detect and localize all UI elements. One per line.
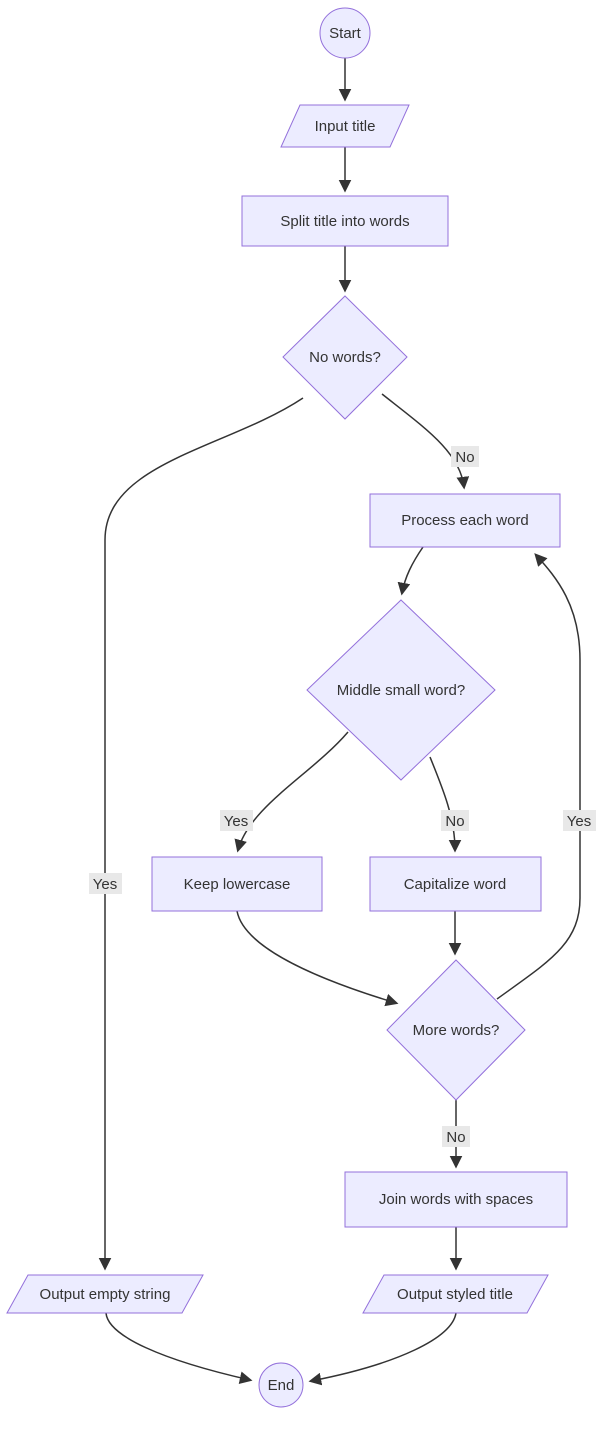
edge-label-middlesmall-no: No (441, 810, 469, 831)
node-keep-lowercase-label: Keep lowercase (184, 876, 291, 893)
output-empty-string-parallelogram (6, 1274, 204, 1314)
node-start-label: Start (329, 25, 362, 42)
node-output-empty-string: Output empty string (6, 1274, 204, 1314)
node-end-label: End (268, 1377, 295, 1394)
start-circle (319, 7, 371, 59)
node-capitalize-word: Capitalize word (369, 856, 542, 912)
edge-label-bg (451, 446, 479, 467)
node-process-each-word-label: Process each word (401, 512, 529, 529)
node-output-empty-string-label: Output empty string (40, 1286, 171, 1303)
edge-label-nowords-no: No (451, 446, 479, 467)
process-each-word-rect (369, 493, 561, 548)
node-input-title-label: Input title (315, 118, 376, 135)
node-split-title: Split title into words (241, 195, 449, 247)
edge-label-text: No (455, 449, 474, 466)
edge-label-text: No (445, 813, 464, 830)
node-output-styled-title: Output styled title (362, 1274, 549, 1314)
more-words-diamond (386, 959, 526, 1101)
node-more-words-label: More words? (413, 1022, 500, 1039)
keep-lowercase-rect (151, 856, 323, 912)
edge-nowords-outputempty-yes (98, 397, 304, 1271)
middle-small-word-diamond (306, 599, 496, 781)
node-end: End (258, 1362, 304, 1408)
split-title-rect (241, 195, 449, 247)
node-process-each-word: Process each word (369, 493, 561, 548)
edge-middlesmall-capitalize-no (429, 756, 462, 853)
edge-outputstyled-end (308, 1312, 457, 1386)
node-split-title-label: Split title into words (280, 213, 409, 230)
edge-label-text: Yes (224, 813, 248, 830)
node-join-words: Join words with spaces (344, 1171, 568, 1228)
edge-label-bg (441, 810, 469, 831)
node-no-words: No words? (282, 295, 408, 420)
node-output-styled-title-label: Output styled title (397, 1286, 513, 1303)
edge-label-text: Yes (567, 813, 591, 830)
end-circle (258, 1362, 304, 1408)
edge-nowords-process-no (381, 393, 470, 490)
edge-label-bg (89, 873, 122, 894)
edge-morewords-process-yes (496, 553, 581, 1000)
edge-label-morewords-yes: Yes (563, 810, 596, 831)
edge-layer (98, 58, 581, 1386)
edge-outputempty-end (105, 1312, 253, 1384)
input-title-parallelogram (280, 104, 410, 148)
edge-label-middlesmall-yes: Yes (220, 810, 253, 831)
edge-keeplower-morewords (236, 910, 399, 1007)
edge-middlesmall-keeplower-yes (234, 731, 349, 853)
node-no-words-label: No words? (309, 349, 381, 366)
join-words-rect (344, 1171, 568, 1228)
node-keep-lowercase: Keep lowercase (151, 856, 323, 912)
node-more-words: More words? (386, 959, 526, 1101)
edge-label-text: No (446, 1129, 465, 1146)
edge-label-morewords-no: No (442, 1126, 470, 1147)
edge-label-text: Yes (93, 876, 117, 893)
output-styled-title-parallelogram (362, 1274, 549, 1314)
edge-label-bg (220, 810, 253, 831)
capitalize-word-rect (369, 856, 542, 912)
node-input-title: Input title (280, 104, 410, 148)
node-start: Start (319, 7, 371, 59)
node-middle-small-word: Middle small word? (306, 599, 496, 781)
edge-label-bg (563, 810, 596, 831)
no-words-diamond (282, 295, 408, 420)
node-middle-small-word-label: Middle small word? (337, 682, 465, 699)
node-join-words-label: Join words with spaces (379, 1191, 533, 1208)
edge-label-nowords-yes: Yes (89, 873, 122, 894)
edge-process-middlesmall (397, 546, 424, 596)
node-capitalize-word-label: Capitalize word (404, 876, 507, 893)
edge-label-bg (442, 1126, 470, 1147)
